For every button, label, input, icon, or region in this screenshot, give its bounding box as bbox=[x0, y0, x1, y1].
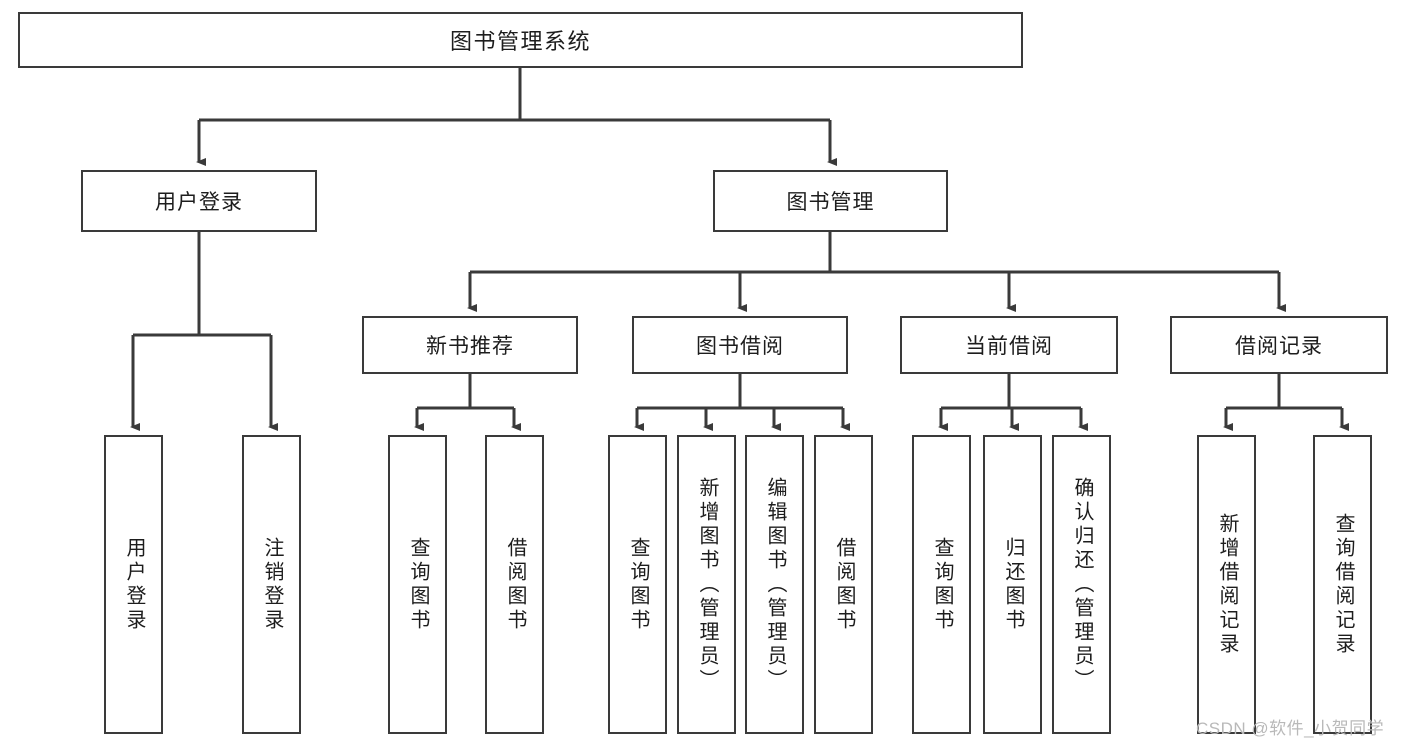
node-root[interactable]: 图书管理系统 bbox=[18, 12, 1023, 68]
node-leaf-add-book-label: 新增图书（管理员） bbox=[696, 476, 718, 693]
node-new-book-recommend[interactable]: 新书推荐 bbox=[362, 316, 578, 374]
node-leaf-user-login[interactable]: 用户登录 bbox=[104, 435, 163, 734]
node-leaf-query-book-1[interactable]: 查询图书 bbox=[388, 435, 447, 734]
node-leaf-add-borrow-record[interactable]: 新增借阅记录 bbox=[1197, 435, 1256, 734]
node-leaf-query-borrow-record-label: 查询借阅记录 bbox=[1332, 512, 1354, 657]
node-leaf-borrow-book-2-label: 借阅图书 bbox=[833, 536, 855, 633]
node-leaf-confirm-return-label: 确认归还（管理员） bbox=[1071, 476, 1093, 693]
node-leaf-add-book[interactable]: 新增图书（管理员） bbox=[677, 435, 736, 734]
node-leaf-user-logout-label: 注销登录 bbox=[261, 536, 283, 633]
node-leaf-query-book-2[interactable]: 查询图书 bbox=[608, 435, 667, 734]
node-leaf-add-borrow-record-label: 新增借阅记录 bbox=[1216, 512, 1238, 657]
node-new-book-recommend-label: 新书推荐 bbox=[426, 335, 514, 358]
node-borrow-record-label: 借阅记录 bbox=[1235, 335, 1323, 358]
node-leaf-user-logout[interactable]: 注销登录 bbox=[242, 435, 301, 734]
node-current-borrow-label: 当前借阅 bbox=[965, 335, 1053, 358]
node-root-label: 图书管理系统 bbox=[449, 29, 591, 54]
node-leaf-edit-book-label: 编辑图书（管理员） bbox=[764, 476, 786, 693]
node-leaf-query-book-3-label: 查询图书 bbox=[931, 536, 953, 633]
node-leaf-confirm-return[interactable]: 确认归还（管理员） bbox=[1052, 435, 1111, 734]
node-leaf-return-book[interactable]: 归还图书 bbox=[983, 435, 1042, 734]
node-book-borrow-label: 图书借阅 bbox=[696, 335, 784, 358]
node-leaf-edit-book[interactable]: 编辑图书（管理员） bbox=[745, 435, 804, 734]
node-leaf-query-book-1-label: 查询图书 bbox=[407, 536, 429, 633]
node-leaf-query-book-3[interactable]: 查询图书 bbox=[912, 435, 971, 734]
node-user-login[interactable]: 用户登录 bbox=[81, 170, 317, 232]
node-leaf-return-book-label: 归还图书 bbox=[1002, 536, 1024, 633]
node-user-login-label: 用户登录 bbox=[155, 191, 243, 214]
node-leaf-query-borrow-record[interactable]: 查询借阅记录 bbox=[1313, 435, 1372, 734]
node-book-management-label: 图书管理 bbox=[786, 191, 875, 214]
node-leaf-borrow-book-1[interactable]: 借阅图书 bbox=[485, 435, 544, 734]
node-current-borrow[interactable]: 当前借阅 bbox=[900, 316, 1118, 374]
node-borrow-record[interactable]: 借阅记录 bbox=[1170, 316, 1388, 374]
node-leaf-user-login-label: 用户登录 bbox=[123, 536, 145, 633]
node-leaf-query-book-2-label: 查询图书 bbox=[627, 536, 649, 633]
node-leaf-borrow-book-1-label: 借阅图书 bbox=[504, 536, 526, 633]
watermark-text: CSDN @软件_小贺同学 bbox=[1196, 719, 1385, 738]
node-leaf-borrow-book-2[interactable]: 借阅图书 bbox=[814, 435, 873, 734]
node-book-borrow[interactable]: 图书借阅 bbox=[632, 316, 848, 374]
node-book-management[interactable]: 图书管理 bbox=[713, 170, 948, 232]
